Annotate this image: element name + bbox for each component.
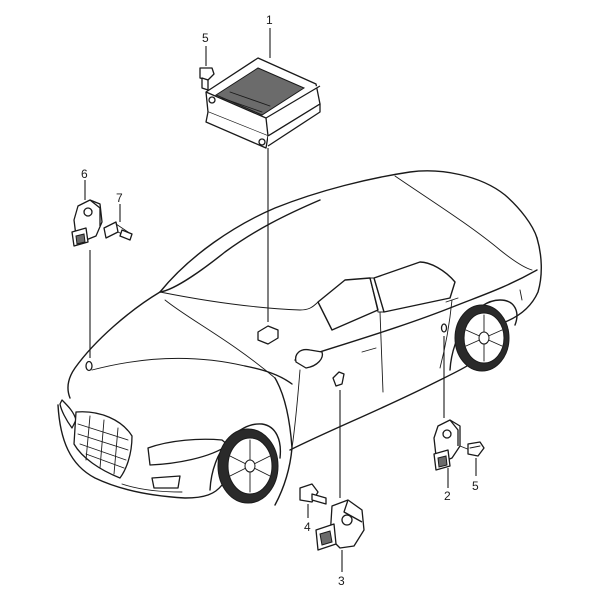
callout-5-top: 5	[202, 31, 209, 45]
callout-4: 4	[304, 520, 311, 534]
nut-top	[199, 67, 215, 91]
side-sensor-location-marker	[332, 371, 345, 387]
car-hood-rear-edge	[244, 365, 293, 385]
callout-5-right: 5	[472, 479, 479, 493]
callout-3: 3	[338, 574, 345, 588]
car-windshield	[159, 199, 321, 293]
car-front-door-handle	[361, 347, 377, 353]
callout-1: 1	[266, 13, 273, 27]
car-headlamp-right	[59, 399, 77, 429]
car-rear-wheel	[454, 304, 510, 372]
control-unit-location-marker	[257, 325, 279, 345]
car-front-wheel	[217, 428, 279, 504]
car-side-window-rear	[373, 261, 456, 313]
car-windshield-base	[159, 291, 319, 311]
car-beltline	[294, 269, 538, 361]
car-rear-lamp	[519, 289, 523, 301]
callout-7: 7	[116, 191, 123, 205]
front-crash-sensor	[71, 199, 103, 247]
leader-lines	[84, 28, 477, 572]
airbag-control-unit	[205, 57, 321, 149]
car-rear-end	[504, 237, 542, 323]
car-side-window-front	[317, 277, 379, 331]
car-rear-door-seam	[379, 311, 384, 393]
car-rear-door-rear-seam	[439, 299, 453, 369]
callout-2: 2	[444, 489, 451, 503]
callout-6: 6	[81, 167, 88, 181]
side-crash-sensor-rear	[433, 419, 471, 471]
car-b-pillar	[369, 277, 385, 313]
bolt	[299, 483, 327, 505]
car-front-bumper	[57, 404, 223, 499]
car-front-fender	[274, 377, 293, 506]
callout-labels: 1 5 6 7 2 5 4 3	[81, 13, 479, 588]
car-roof-outline	[159, 170, 538, 293]
car-rocker	[289, 363, 471, 451]
car-fog-lamp	[151, 475, 181, 489]
nut-right	[467, 441, 485, 457]
car-front-wheel-arch	[209, 423, 282, 491]
car-hood-crease-right	[164, 299, 276, 379]
side-crash-sensor-front	[315, 499, 365, 551]
car-rear-door-handle	[445, 297, 459, 303]
car-hood-crease-left	[91, 358, 246, 371]
rear-side-sensor-location-marker	[440, 323, 448, 333]
front-sensor-location-marker	[85, 360, 93, 372]
car-bumper-lower	[121, 483, 183, 493]
screw	[103, 221, 133, 241]
car-hood	[67, 291, 161, 399]
car-side-mirror	[294, 348, 324, 369]
car-grille	[73, 411, 133, 479]
car-front-door-seam	[291, 369, 301, 449]
car-sedan	[57, 170, 542, 506]
car-rear-window	[394, 175, 533, 271]
